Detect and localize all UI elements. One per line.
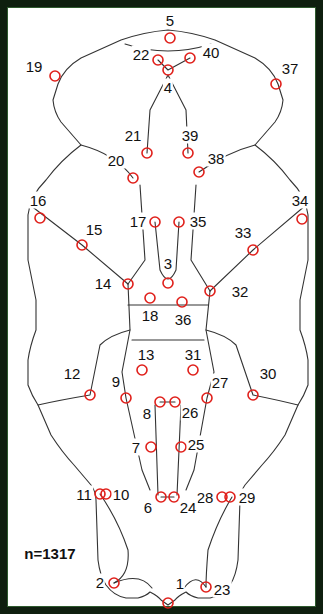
callout-number: 22 [132,46,151,63]
sample-size-label: n=1317 [23,545,76,562]
callout-number: 38 [207,150,226,167]
callout-number: 40 [202,44,221,61]
callout-number: 36 [174,311,193,328]
callout-number: 4 [163,79,173,96]
callout-number: 24 [179,499,198,516]
callout-number: 3 [163,255,173,272]
callout-number: 34 [291,192,310,209]
callout-number: 13 [137,346,156,363]
callout-number: 2 [95,574,105,591]
callout-number: 32 [231,283,250,300]
callout-number: 21 [124,127,143,144]
callout-number: 14 [94,275,113,292]
callout-number: 15 [85,221,104,238]
callout-number: 28 [196,489,215,506]
callout-number: 23 [213,581,232,598]
callout-number: 39 [181,127,200,144]
callout-number: 11 [75,486,93,503]
callout-number: 8 [142,405,152,422]
callout-number: 16 [29,192,48,209]
callout-number: 5 [165,12,175,29]
callout-number: 18 [141,307,160,324]
callout-number: 10 [112,486,131,503]
callout-number: 25 [187,436,206,453]
white-panel [7,7,316,607]
callout-number: 26 [181,404,200,421]
callout-number: 29 [238,489,257,506]
callout-number: 9 [111,373,121,390]
callout-number: 37 [281,60,300,77]
callout-number: 6 [143,499,153,516]
callout-number: 33 [234,224,253,241]
callout-number: 31 [184,346,203,363]
callout-number: 30 [259,365,278,382]
callout-number: 27 [211,374,230,391]
callout-number: 17 [129,213,148,230]
callout-number: 19 [25,58,44,75]
callout-number: 35 [189,213,208,230]
callout-number: 7 [131,439,141,456]
callout-number: 12 [63,365,82,382]
callout-number: 20 [107,152,126,169]
callout-number: 1 [175,575,185,592]
